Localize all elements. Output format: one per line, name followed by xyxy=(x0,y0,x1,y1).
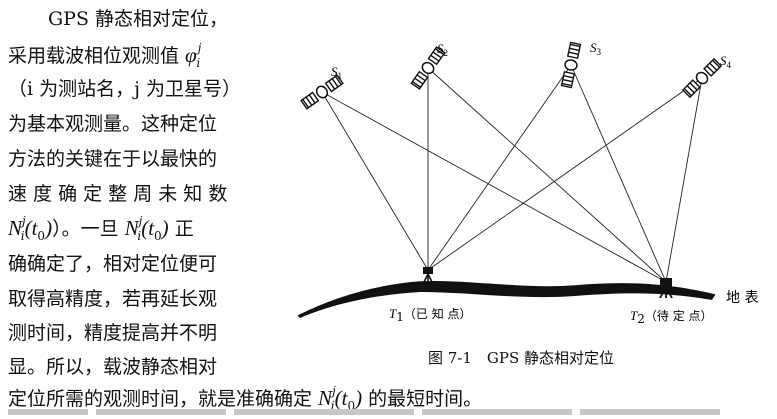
para-line-7: 确确定了，相对定位便可 xyxy=(8,253,218,275)
para-line-11: 定位所需的观测时间，就是准确确定 Nji(t0) 的最短时间。 xyxy=(8,384,483,413)
label-s4: S4 xyxy=(720,53,732,70)
cut-off-text-line xyxy=(8,409,768,419)
satellite-s1 xyxy=(300,74,344,110)
para-line-6: 速 度 确 定 整 周 未 知 数 xyxy=(8,183,228,205)
para-line-3: （i 为测站名，j 为卫星号） xyxy=(8,78,242,100)
ground-surface xyxy=(298,281,715,318)
para-line-4: 为基本观测量。这种定位 xyxy=(8,113,218,135)
label-s3: S3 xyxy=(590,40,602,57)
label-ground: 地 表 xyxy=(726,290,758,306)
satellite-s4 xyxy=(681,57,723,99)
para-line-6b: Nji(t0)）。一旦 Nji(t0) 正 xyxy=(8,214,194,243)
figure-caption: 图 7-1 GPS 静态相对定位 xyxy=(428,349,615,367)
signal-lines xyxy=(321,64,703,283)
para-line-1: GPS 静态相对定位， xyxy=(48,8,229,30)
label-s2: S2 xyxy=(437,41,448,58)
phi-symbol: φ xyxy=(185,43,197,67)
para-line-10: 显。所以，载波静态相对 xyxy=(8,356,218,378)
para-line-2: 采用载波相位观测值 φji xyxy=(8,41,202,70)
receiver-t2 xyxy=(659,278,673,299)
label-t1: T1（已 知 点） xyxy=(389,306,472,324)
satellite-s3 xyxy=(560,41,582,89)
ground-line xyxy=(297,280,716,317)
label-s1: S1 xyxy=(331,64,342,81)
satellite-s2 xyxy=(410,46,446,90)
para-line-9: 测时间，精度提高并不明 xyxy=(8,322,218,344)
para-line-5: 方法的关键在于以最快的 xyxy=(8,148,218,170)
para-line-8: 取得高精度，若再延长观 xyxy=(8,288,218,310)
label-t2: T2（待 定 点） xyxy=(630,308,713,326)
receiver-t1 xyxy=(422,267,434,285)
